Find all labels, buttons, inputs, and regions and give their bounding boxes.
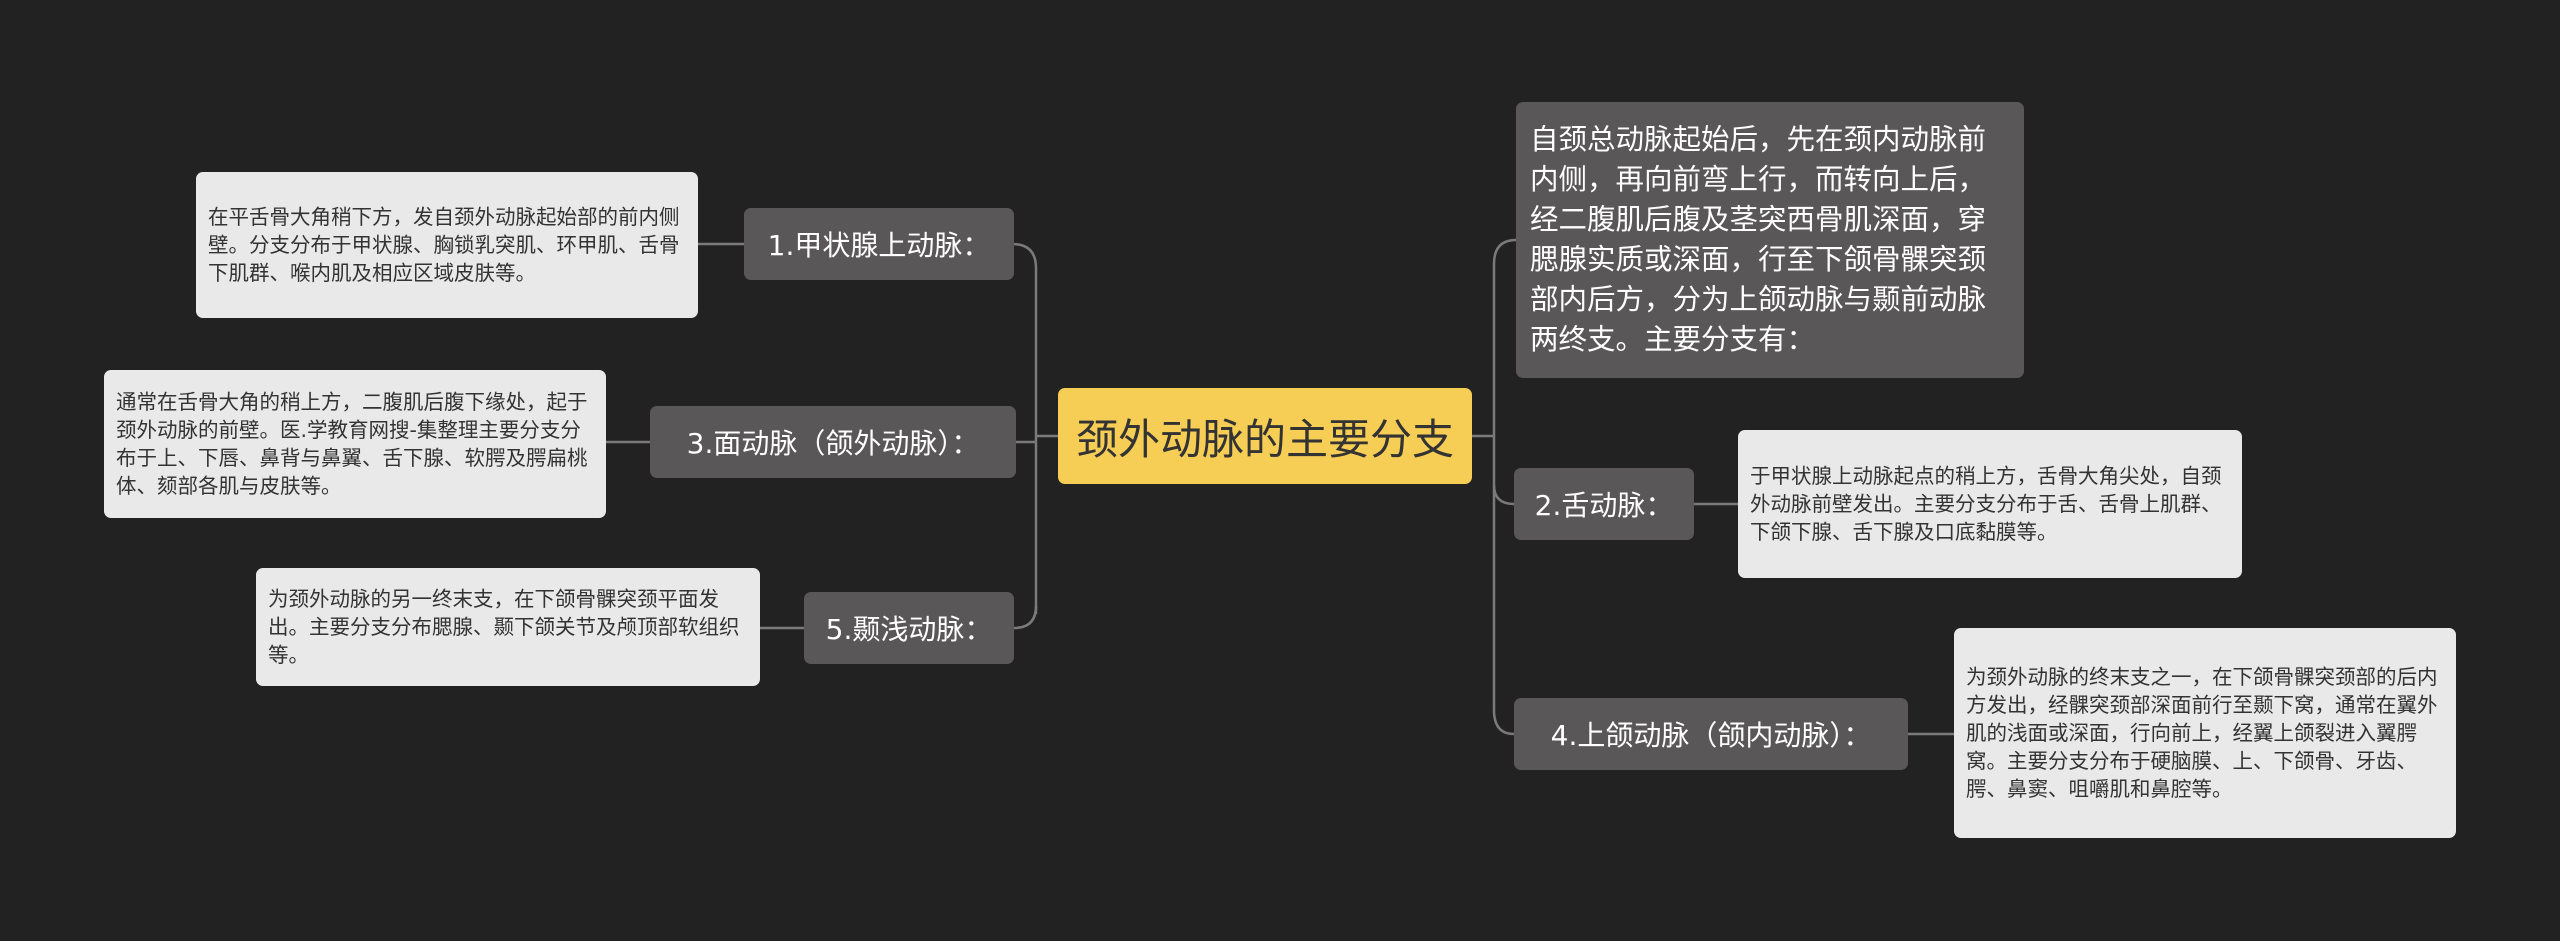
- branch-maxillary-artery[interactable]: 4.上颌动脉（颌内动脉）：: [1514, 698, 1908, 770]
- detail-facial-artery[interactable]: 通常在舌骨大角的稍上方，二腹肌后腹下缘处，起于颈外动脉的前壁。医.学教育网搜-集…: [104, 370, 606, 518]
- branch-superficial-temporal-artery[interactable]: 5.颞浅动脉：: [804, 592, 1014, 664]
- branch-lingual-artery[interactable]: 2.舌动脉：: [1514, 468, 1694, 540]
- detail-text: 于甲状腺上动脉起点的稍上方，舌骨大角尖处，自颈外动脉前壁发出。主要分支分布于舌、…: [1750, 464, 2222, 544]
- link-right-branch-4: [1492, 709, 1515, 736]
- detail-maxillary-artery[interactable]: 为颈外动脉的终末支之一，在下颌骨髁突颈部的后内方发出，经髁突颈部深面前行至颞下窝…: [1954, 628, 2456, 838]
- link-left-branch-1: [1011, 242, 1038, 269]
- root-topic-label: 颈外动脉的主要分支: [1075, 414, 1454, 464]
- detail-text: 在平舌骨大角稍下方，发自颈外动脉起始部的前内侧壁。分支分布于甲状腺、胸锁乳突肌、…: [208, 205, 680, 285]
- detail-text: 自颈总动脉起始后，先在颈内动脉前内侧，再向前弯上行，而转向上后，经二腹肌后腹及茎…: [1530, 123, 1987, 356]
- detail-lingual-artery[interactable]: 于甲状腺上动脉起点的稍上方，舌骨大角尖处，自颈外动脉前壁发出。主要分支分布于舌、…: [1738, 430, 2242, 578]
- branch-label: 4.上颌动脉（颌内动脉）：: [1550, 719, 1872, 752]
- branch-facial-artery[interactable]: 3.面动脉（颌外动脉）：: [650, 406, 1016, 478]
- detail-text: 为颈外动脉的另一终末支，在下颌骨髁突颈平面发出。主要分支分布腮腺、颞下颌关节及颅…: [268, 587, 740, 667]
- root-topic[interactable]: 颈外动脉的主要分支: [1058, 388, 1472, 484]
- branch-superior-thyroid-artery[interactable]: 1.甲状腺上动脉：: [744, 208, 1014, 280]
- branch-label: 3.面动脉（颌外动脉）：: [686, 427, 980, 460]
- branch-label: 2.舌动脉：: [1534, 489, 1674, 522]
- link-right-branch-0: [1492, 238, 1517, 265]
- branch-label: 1.甲状腺上动脉：: [767, 229, 991, 262]
- link-left-branch-5: [1013, 605, 1038, 630]
- branch-label: 5.颞浅动脉：: [825, 613, 993, 646]
- detail-text: 通常在舌骨大角的稍上方，二腹肌后腹下缘处，起于颈外动脉的前壁。医.学教育网搜-集…: [116, 390, 588, 498]
- detail-superior-thyroid-artery[interactable]: 在平舌骨大角稍下方，发自颈外动脉起始部的前内侧壁。分支分布于甲状腺、胸锁乳突肌、…: [196, 172, 698, 318]
- detail-superficial-temporal-artery[interactable]: 为颈外动脉的另一终末支，在下颌骨髁突颈平面发出。主要分支分布腮腺、颞下颌关节及颅…: [256, 568, 760, 686]
- detail-artery-course[interactable]: 自颈总动脉起始后，先在颈内动脉前内侧，再向前弯上行，而转向上后，经二腹肌后腹及茎…: [1516, 102, 2024, 378]
- link-right-branch-2: [1492, 484, 1515, 506]
- detail-text: 为颈外动脉的终末支之一，在下颌骨髁突颈部的后内方发出，经髁突颈部深面前行至颞下窝…: [1966, 665, 2438, 801]
